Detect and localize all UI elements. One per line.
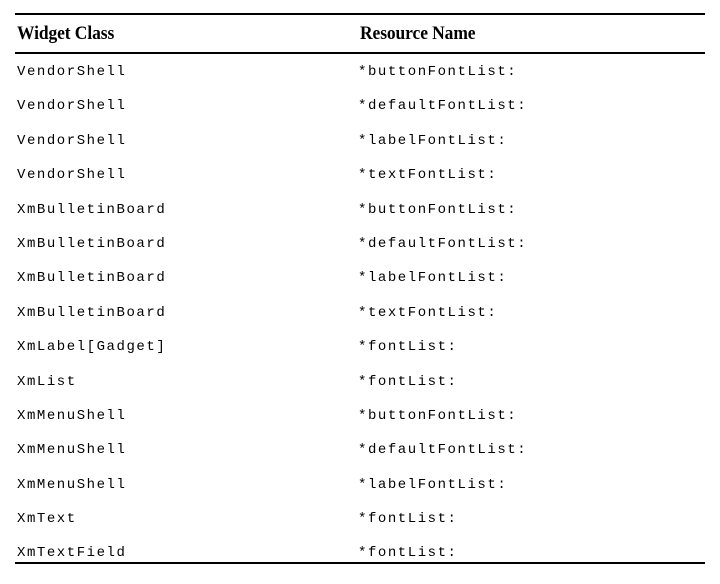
- cell-resource-name: *defaultFontList:: [358, 235, 528, 252]
- cell-resource-name: *buttonFontList:: [358, 201, 518, 218]
- cell-resource-name: *defaultFontList:: [358, 98, 528, 115]
- table-row: XmText *fontList:: [0, 499, 720, 533]
- table-row: XmList *fontList:: [0, 362, 720, 396]
- cell-widget-class: VendorShell: [17, 167, 127, 184]
- cell-widget-class: XmBulletinBoard: [17, 201, 167, 218]
- table-row: VendorShell *buttonFontList:: [0, 52, 720, 86]
- cell-resource-name: *fontList:: [358, 373, 458, 390]
- cell-resource-name: *fontList:: [358, 545, 458, 562]
- cell-widget-class: XmMenuShell: [17, 442, 127, 459]
- table-body: VendorShell *buttonFontList: VendorShell *d…: [0, 52, 720, 568]
- cell-widget-class: VendorShell: [17, 64, 127, 80]
- table-header-rule: [15, 52, 705, 54]
- cell-widget-class: XmMenuShell: [17, 476, 127, 493]
- table-row: VendorShell *textFontList:: [0, 155, 720, 189]
- cell-widget-class: XmList: [17, 373, 77, 390]
- table-row: XmBulletinBoard *labelFontList:: [0, 258, 720, 292]
- table-row: XmBulletinBoard *defaultFontList:: [0, 224, 720, 258]
- cell-resource-name: *fontList:: [358, 339, 458, 356]
- table-bottom-rule: [15, 562, 705, 564]
- cell-resource-name: *textFontList:: [358, 167, 498, 184]
- cell-widget-class: XmMenuShell: [17, 407, 127, 424]
- cell-resource-name: *defaultFontList:: [358, 442, 528, 459]
- cell-widget-class: VendorShell: [17, 132, 127, 149]
- column-header-widget-class: Widget Class: [17, 23, 115, 44]
- table-row: XmLabel[Gadget] *fontList:: [0, 327, 720, 361]
- cell-widget-class: XmBulletinBoard: [17, 304, 167, 321]
- cell-resource-name: *textFontList:: [358, 304, 498, 321]
- cell-resource-name: *buttonFontList:: [358, 64, 518, 80]
- table-row: XmMenuShell *labelFontList:: [0, 465, 720, 499]
- cell-widget-class: XmLabel[Gadget]: [17, 339, 167, 356]
- table-row: XmTextField *fontList:: [0, 533, 720, 567]
- table-top-rule: [15, 13, 705, 15]
- cell-widget-class: XmBulletinBoard: [17, 235, 167, 252]
- cell-resource-name: *labelFontList:: [358, 132, 508, 149]
- cell-resource-name: *labelFontList:: [358, 270, 508, 287]
- cell-widget-class: XmText: [17, 511, 77, 528]
- table-row: XmBulletinBoard *textFontList:: [0, 293, 720, 327]
- cell-resource-name: *labelFontList:: [358, 476, 508, 493]
- table-row: XmMenuShell *defaultFontList:: [0, 430, 720, 464]
- table-header-row: Widget Class Resource Name: [0, 18, 720, 50]
- table-row: VendorShell *defaultFontList:: [0, 86, 720, 120]
- table-row: XmMenuShell *buttonFontList:: [0, 396, 720, 430]
- cell-widget-class: VendorShell: [17, 98, 127, 115]
- cell-widget-class: XmTextField: [17, 545, 127, 562]
- cell-resource-name: *buttonFontList:: [358, 407, 518, 424]
- table-row: VendorShell *labelFontList:: [0, 121, 720, 155]
- cell-widget-class: XmBulletinBoard: [17, 270, 167, 287]
- cell-resource-name: *fontList:: [358, 511, 458, 528]
- column-header-resource-name: Resource Name: [360, 23, 476, 44]
- table-row: XmBulletinBoard *buttonFontList:: [0, 190, 720, 224]
